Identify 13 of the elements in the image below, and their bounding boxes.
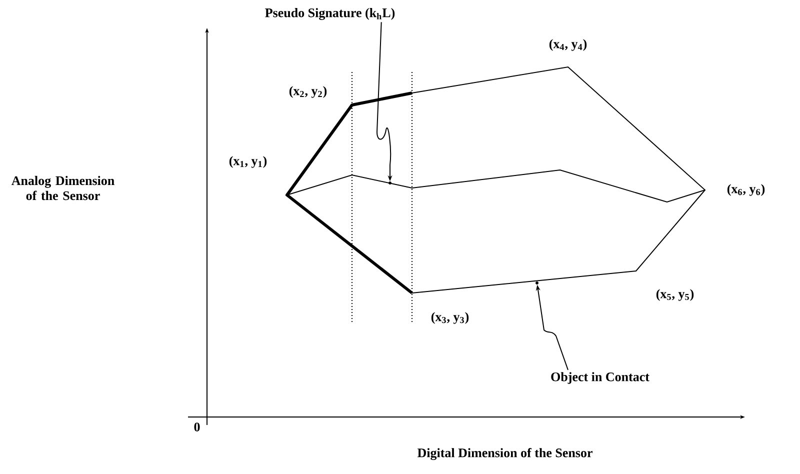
contact-point bbox=[536, 282, 538, 284]
coordinate-label: (x$_{3}$, y$_{3}$) bbox=[431, 312, 469, 324]
callout-text: Pseudo Signature (k$_{h}$L) bbox=[265, 8, 395, 20]
origin-label: 0 bbox=[194, 422, 200, 432]
coordinate-label: (x$_{1}$, y$_{1}$) bbox=[229, 156, 267, 168]
coordinate-label: (x$_{6}$, y$_{6}$) bbox=[727, 184, 765, 196]
contact-point bbox=[388, 182, 392, 184]
axis-title: Analog Dimension of the Sensor bbox=[11, 176, 114, 200]
axis-title: Digital Dimension of the Sensor bbox=[418, 448, 592, 460]
coordinate-label: (x$_{5}$, y$_{5}$) bbox=[656, 289, 694, 301]
callout-text: Object in Contact bbox=[551, 372, 650, 384]
coordinate-label: (x$_{2}$, y$_{2}$) bbox=[289, 86, 327, 98]
coordinate-label: (x$_{4}$, y$_{4}$) bbox=[549, 39, 587, 51]
